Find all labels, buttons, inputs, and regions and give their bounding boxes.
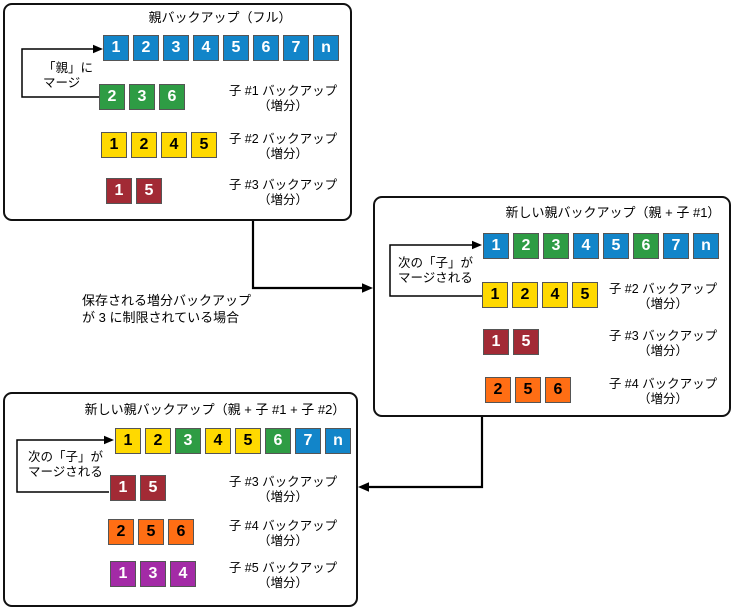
child3-label: 子 #3 バックアップ （増分） (608, 329, 718, 358)
backup-block-4: 4 (193, 35, 219, 61)
backup-block-2: 2 (145, 428, 171, 454)
backup-block-7: 7 (663, 233, 689, 259)
backup-block-6: 6 (265, 428, 291, 454)
backup-block-4: 4 (161, 132, 187, 158)
backup-block-1: 1 (483, 233, 509, 259)
backup-block-3: 3 (543, 233, 569, 259)
merge-annotation-line2: マージされる (28, 465, 103, 479)
merge-annotation: 次の「子」が マージされる (28, 450, 103, 480)
backup-block-6: 6 (545, 377, 571, 403)
backup-block-5: 5 (513, 329, 539, 355)
backup-block-4: 4 (573, 233, 599, 259)
panel-title: 新しい親バックアップ（親 + 子 #1） (505, 205, 721, 220)
merge-annotation: 「親」に マージ (43, 61, 93, 91)
backup-block-5: 5 (223, 35, 249, 61)
backup-block-3: 3 (129, 84, 155, 110)
flow-arrow-box2-to-box3 (367, 417, 484, 489)
merge-annotation: 次の「子」が マージされる (398, 256, 473, 286)
backup-block-2: 2 (99, 84, 125, 110)
backup-block-n: n (325, 428, 351, 454)
child2-label: 子 #2 バックアップ （増分） (228, 132, 338, 161)
backup-block-n: n (313, 35, 339, 61)
backup-block-5: 5 (603, 233, 629, 259)
backup-block-7: 7 (295, 428, 321, 454)
merge-annotation-line1: 次の「子」が (398, 256, 474, 270)
backup-block-7: 7 (283, 35, 309, 61)
child3-label: 子 #3 バックアップ （増分） (228, 475, 338, 504)
backup-block-6: 6 (253, 35, 279, 61)
flow-arrow-box1-to-box2-head (362, 283, 373, 293)
backup-block-2: 2 (108, 519, 134, 545)
backup-block-4: 4 (542, 282, 568, 308)
backup-block-n: n (693, 233, 719, 259)
backup-block-1: 1 (101, 132, 127, 158)
panel-title: 親バックアップ（フル） (148, 10, 292, 25)
backup-block-3: 3 (175, 428, 201, 454)
child1-label: 子 #1 バックアップ （増分） (228, 84, 338, 113)
merge-annotation-line1: 「親」に (43, 61, 94, 75)
backup-block-1: 1 (110, 475, 136, 501)
backup-block-1: 1 (110, 561, 136, 587)
backup-block-3: 3 (140, 561, 166, 587)
panel-new-parent-2: 新しい親バックアップ（親 + 子 #1 + 子 #2） 次の「子」が マージされ… (3, 392, 358, 607)
backup-block-3: 3 (163, 35, 189, 61)
backup-block-6: 6 (168, 519, 194, 545)
retention-note: 保存される増分バックアップ が 3 に制限されている場合 (82, 292, 251, 326)
backup-block-5: 5 (138, 519, 164, 545)
retention-note-line2: が 3 に制限されている場合 (82, 310, 240, 325)
child2-label: 子 #2 バックアップ （増分） (608, 282, 718, 311)
backup-block-4: 4 (170, 561, 196, 587)
backup-block-1: 1 (106, 178, 132, 204)
backup-block-2: 2 (133, 35, 159, 61)
backup-block-1: 1 (483, 329, 509, 355)
backup-block-2: 2 (512, 282, 538, 308)
backup-block-6: 6 (159, 84, 185, 110)
flow-arrow-box1-to-box2 (251, 221, 364, 290)
backup-block-5: 5 (572, 282, 598, 308)
panel-title: 新しい親バックアップ（親 + 子 #1 + 子 #2） (84, 402, 346, 417)
backup-block-5: 5 (191, 132, 217, 158)
child4-label: 子 #4 バックアップ （増分） (608, 377, 718, 406)
backup-block-5: 5 (136, 178, 162, 204)
backup-block-6: 6 (633, 233, 659, 259)
backup-block-1: 1 (115, 428, 141, 454)
backup-block-2: 2 (513, 233, 539, 259)
child4-label: 子 #4 バックアップ （増分） (228, 519, 338, 548)
backup-block-2: 2 (485, 377, 511, 403)
backup-block-2: 2 (131, 132, 157, 158)
merge-annotation-line1: 次の「子」が (28, 450, 104, 464)
merge-annotation-line2: マージされる (398, 271, 473, 285)
backup-block-5: 5 (515, 377, 541, 403)
backup-block-5: 5 (140, 475, 166, 501)
child5-label: 子 #5 バックアップ （増分） (228, 561, 338, 590)
backup-block-1: 1 (103, 35, 129, 61)
merge-annotation-line2: マージ (43, 76, 81, 90)
backup-block-4: 4 (205, 428, 231, 454)
backup-block-1: 1 (482, 282, 508, 308)
retention-note-line1: 保存される増分バックアップ (82, 293, 252, 308)
backup-block-5: 5 (235, 428, 261, 454)
child3-label: 子 #3 バックアップ （増分） (228, 178, 338, 207)
